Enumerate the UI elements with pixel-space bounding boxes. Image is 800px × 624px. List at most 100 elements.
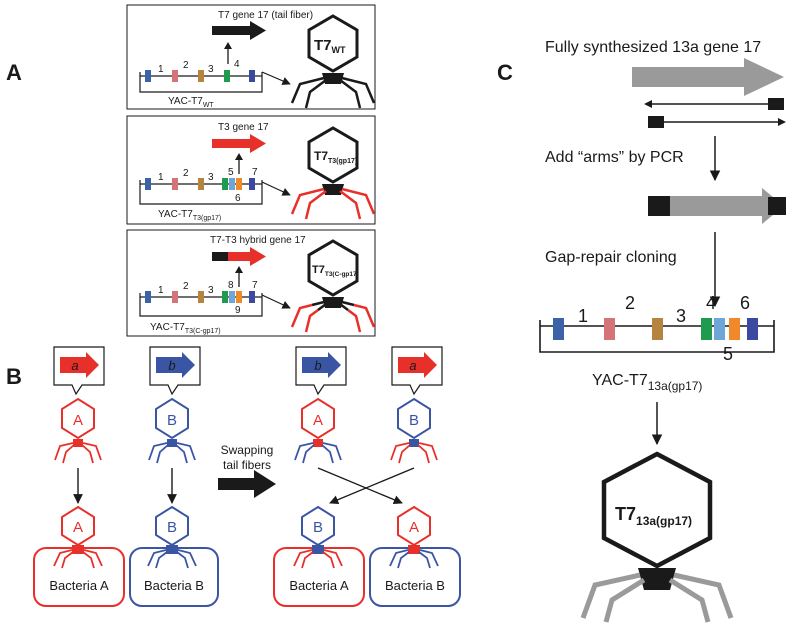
bacteria-a-label: Bacteria A [49,578,109,593]
gene-box [249,70,255,82]
gene-number: 1 [158,64,164,75]
bubble-4: a [391,346,443,396]
phage-t3-label: T7T3(gp17) [314,149,357,165]
gene-box [229,178,235,190]
gene-box [172,178,178,190]
bacteria-a-right: Bacteria A [273,547,365,607]
panel-a-t3-gene-arrow [212,134,266,153]
panel-c-yac-label: YAC-T713a(gp17) [592,372,702,393]
swap-label-2: tail fibers [223,458,271,472]
gene-number: 7 [252,167,258,178]
gene-box [229,291,235,303]
gene-box [145,70,151,82]
panel-a-letter: A [6,60,22,85]
gene-number: 3 [208,172,214,183]
gene-number: 6 [235,193,241,204]
phage-a-top: A [54,397,102,464]
gene-number: 4 [234,59,240,70]
gene-number: 5 [723,344,733,364]
phage-a-bottom: A [53,505,103,569]
phage-b-swapped-top: B [390,397,438,464]
panel-b-letter: B [6,364,22,389]
phage-a-swapped-top: A [294,397,342,464]
swap-arrow [218,470,276,498]
gene-a-label: a [409,358,416,373]
phage-a-letter: A [73,412,83,429]
panel-a-t3-frame [126,115,376,225]
swap-label-1: Swapping [221,443,274,457]
armed-gene-arrow [648,188,786,224]
phage-13a-label: T713a(gp17) [615,504,692,528]
bacteria-b-left: Bacteria B [129,547,219,607]
bubble-3: b [295,346,347,396]
phage-b-letter: B [167,519,177,536]
panel-a-hybrid-gene-arrow [212,247,266,266]
panel-a-hybrid: T7-T3 hybrid gene 17 1 2 3 8 7 9 [126,229,376,337]
panel-a-hybrid-frame [126,229,376,337]
gene-box [224,70,230,82]
cross-arrow [317,467,403,505]
gene-box [222,291,228,303]
gene-box [236,291,242,303]
gene-number: 5 [228,167,234,178]
panel-a-wt-gene-arrow [212,21,266,40]
phage-b-top: B [148,397,196,464]
panel-c-step2: Add “arms” by PCR [545,149,684,166]
gene-number: 6 [740,293,750,313]
synth-gene-arrow [632,58,784,96]
gene-b-label: b [314,358,321,373]
phage-a-letter: A [73,519,83,536]
gene-number: 2 [183,168,189,179]
panel-a-hybrid-yac: 1 2 3 8 7 9 [139,280,263,317]
phage-b-letter: B [409,412,419,429]
phage-b-bottom: B [147,505,197,569]
panel-a-hybrid-insert-arrow [235,266,243,287]
gene-box [604,318,615,340]
phage-b-letter: B [313,519,323,536]
phage-hybrid-label: T7T3(C-gp17) [312,264,359,278]
panel-a-hybrid-gene-label: T7-T3 hybrid gene 17 [210,235,306,246]
panel-c-letter: C [497,60,513,85]
gene-number: 1 [578,306,588,326]
gene-box [172,291,178,303]
panel-a-t3-yac-label: YAC-T7T3(gp17) [158,209,221,222]
panel-a-wt-frame [126,4,376,110]
bacteria-b-label: Bacteria B [385,578,445,593]
gene-box [747,318,758,340]
cross-arrow [329,467,415,505]
phage-13a: T713a(gp17) [580,451,734,623]
phage-wt: T7WT [290,14,376,109]
gene-number: 2 [183,281,189,292]
phage-wt-label: T7WT [314,37,346,55]
panel-a-wt-gene-label: T7 gene 17 (tail fiber) [218,10,313,21]
gene-box [236,178,242,190]
gene-box [145,291,151,303]
panel-a-wt: T7 gene 17 (tail fiber) 1 2 3 4 YAC-T7WT [126,4,376,110]
gene-box [652,318,663,340]
panel-a-t3-yac: 1 2 3 5 7 6 [139,167,263,205]
panel-c-step1: Fully synthesized 13a gene 17 [545,39,761,56]
gene-box [249,291,255,303]
panel-a-wt-insert-arrow [224,42,232,64]
gene-number: 1 [158,285,164,296]
gene-box [222,178,228,190]
gene-number: 2 [625,293,635,313]
bacteria-b-label: Bacteria B [144,578,204,593]
panel-a-wt-link-arrow [261,71,291,85]
phage-a-letter: A [313,412,323,429]
gene-number: 1 [158,172,164,183]
panel-a-t3-link-arrow [261,181,291,196]
bubble-1: a [53,346,105,396]
gene-number: 9 [235,305,241,316]
gene-number: 2 [183,60,189,71]
gene-a-label: a [71,358,78,373]
gene-box [701,318,712,340]
gene-box [553,318,564,340]
phage-b-on-a: B [293,505,343,569]
gene-box [198,291,204,303]
primer-arrows [644,98,786,128]
gene-box [249,178,255,190]
phage-hybrid: T7T3(C-gp17) [290,239,376,333]
gene-number: 3 [208,64,214,75]
